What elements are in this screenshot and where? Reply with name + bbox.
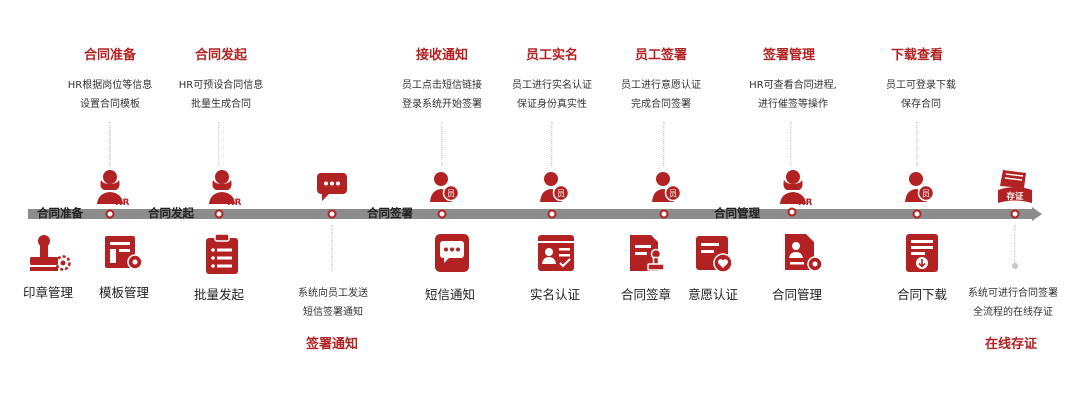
employee-person-icon: 员 [652, 172, 682, 202]
connector-line [663, 122, 665, 166]
connector-line [331, 225, 333, 271]
timeline-dot [547, 209, 557, 219]
timeline-dot [912, 209, 922, 219]
employee-person-icon: 员 [540, 172, 570, 202]
step-title-download-view: 下载查看 [890, 48, 944, 63]
step-desc: 系统向员工发送短信签署通知 [298, 288, 368, 318]
connector-line [441, 122, 443, 166]
timeline-dot [787, 207, 797, 217]
phase-label: 合同发起 [148, 206, 194, 220]
certificate-stack-icon: 存证 [998, 170, 1032, 203]
connector-line [916, 122, 918, 166]
svg-text:员: 员 [557, 190, 566, 200]
step-desc: HR可查看合同进程,进行催签等操作 [749, 80, 837, 110]
icon-label: 批量发起 [193, 287, 245, 302]
svg-text:HR: HR [115, 198, 129, 206]
step-title-sign-management: 签署管理 [762, 48, 816, 63]
timeline-dot [659, 209, 669, 219]
employee-person-icon: 员 [430, 172, 460, 202]
sms-chat-icon [435, 234, 469, 272]
document-gear-icon [785, 234, 823, 272]
step-title-contract-prep: 合同准备 [83, 48, 137, 63]
icon-label: 印章管理 [22, 285, 74, 300]
step-desc: HR可预设合同信息批量生成合同 [178, 80, 264, 110]
timeline-dot [105, 209, 115, 219]
step-desc: 员工进行意愿认证完成合同签署 [621, 80, 701, 110]
step-title-sign-notice: 签署通知 [305, 337, 359, 352]
icon-label: 模板管理 [98, 285, 150, 300]
step-title-employee-realname: 员工实名 [525, 48, 579, 63]
timeline-axis [28, 207, 1042, 221]
hr-person-icon: HR [780, 170, 812, 206]
timeline-dot [214, 209, 224, 219]
icon-label: 合同下载 [896, 287, 948, 302]
phase-label: 合同准备 [37, 206, 83, 220]
svg-text:员: 员 [447, 190, 456, 200]
connector-line [790, 122, 792, 166]
icon-label: 合同管理 [771, 287, 823, 302]
step-title-employee-sign: 员工签署 [634, 48, 688, 63]
svg-text:HR: HR [227, 198, 241, 206]
timeline-dot [327, 209, 337, 219]
phase-label: 合同管理 [714, 206, 760, 220]
step-desc: 系统可进行合同签署全流程的在线存证 [968, 288, 1058, 318]
connector-line [551, 122, 553, 166]
svg-text:员: 员 [922, 190, 931, 200]
chat-bubble-icon [317, 173, 347, 201]
contract-seal-icon [630, 235, 665, 271]
step-title-contract-start: 合同发起 [194, 48, 248, 63]
connector-end-dot [1012, 263, 1018, 269]
seal-icon [30, 235, 71, 271]
connector-line [1014, 225, 1016, 265]
step-desc: 员工点击短信链接登录系统开始签署 [402, 80, 482, 110]
id-card-icon [538, 235, 574, 271]
timeline-dot [1010, 209, 1020, 219]
employee-person-icon: 员 [905, 172, 935, 202]
svg-text:存证: 存证 [1005, 191, 1024, 202]
connector-line [218, 122, 220, 166]
icon-label: 合同签章 [620, 287, 672, 302]
document-download-icon [906, 234, 938, 272]
step-title-receive-notice: 接收通知 [415, 48, 469, 63]
connector-line [109, 122, 111, 166]
icon-label: 意愿认证 [687, 287, 739, 302]
hr-person-icon: HR [209, 170, 241, 206]
step-desc: 员工可登录下载保存合同 [886, 80, 956, 110]
icon-label: 实名认证 [529, 287, 581, 302]
step-desc: 员工进行实名认证保证身份真实性 [512, 80, 592, 110]
heart-document-icon [696, 236, 733, 273]
svg-text:HR: HR [798, 198, 812, 206]
template-icon [105, 236, 143, 270]
step-title-online-evidence: 在线存证 [984, 337, 1038, 352]
step-desc: HR根据岗位等信息设置合同模板 [67, 80, 153, 110]
phase-label: 合同签署 [367, 206, 413, 220]
icon-label: 短信通知 [424, 287, 476, 302]
timeline-dot [437, 209, 447, 219]
clipboard-list-icon [206, 233, 238, 274]
svg-text:员: 员 [669, 190, 678, 200]
hr-person-icon: HR [97, 170, 129, 206]
